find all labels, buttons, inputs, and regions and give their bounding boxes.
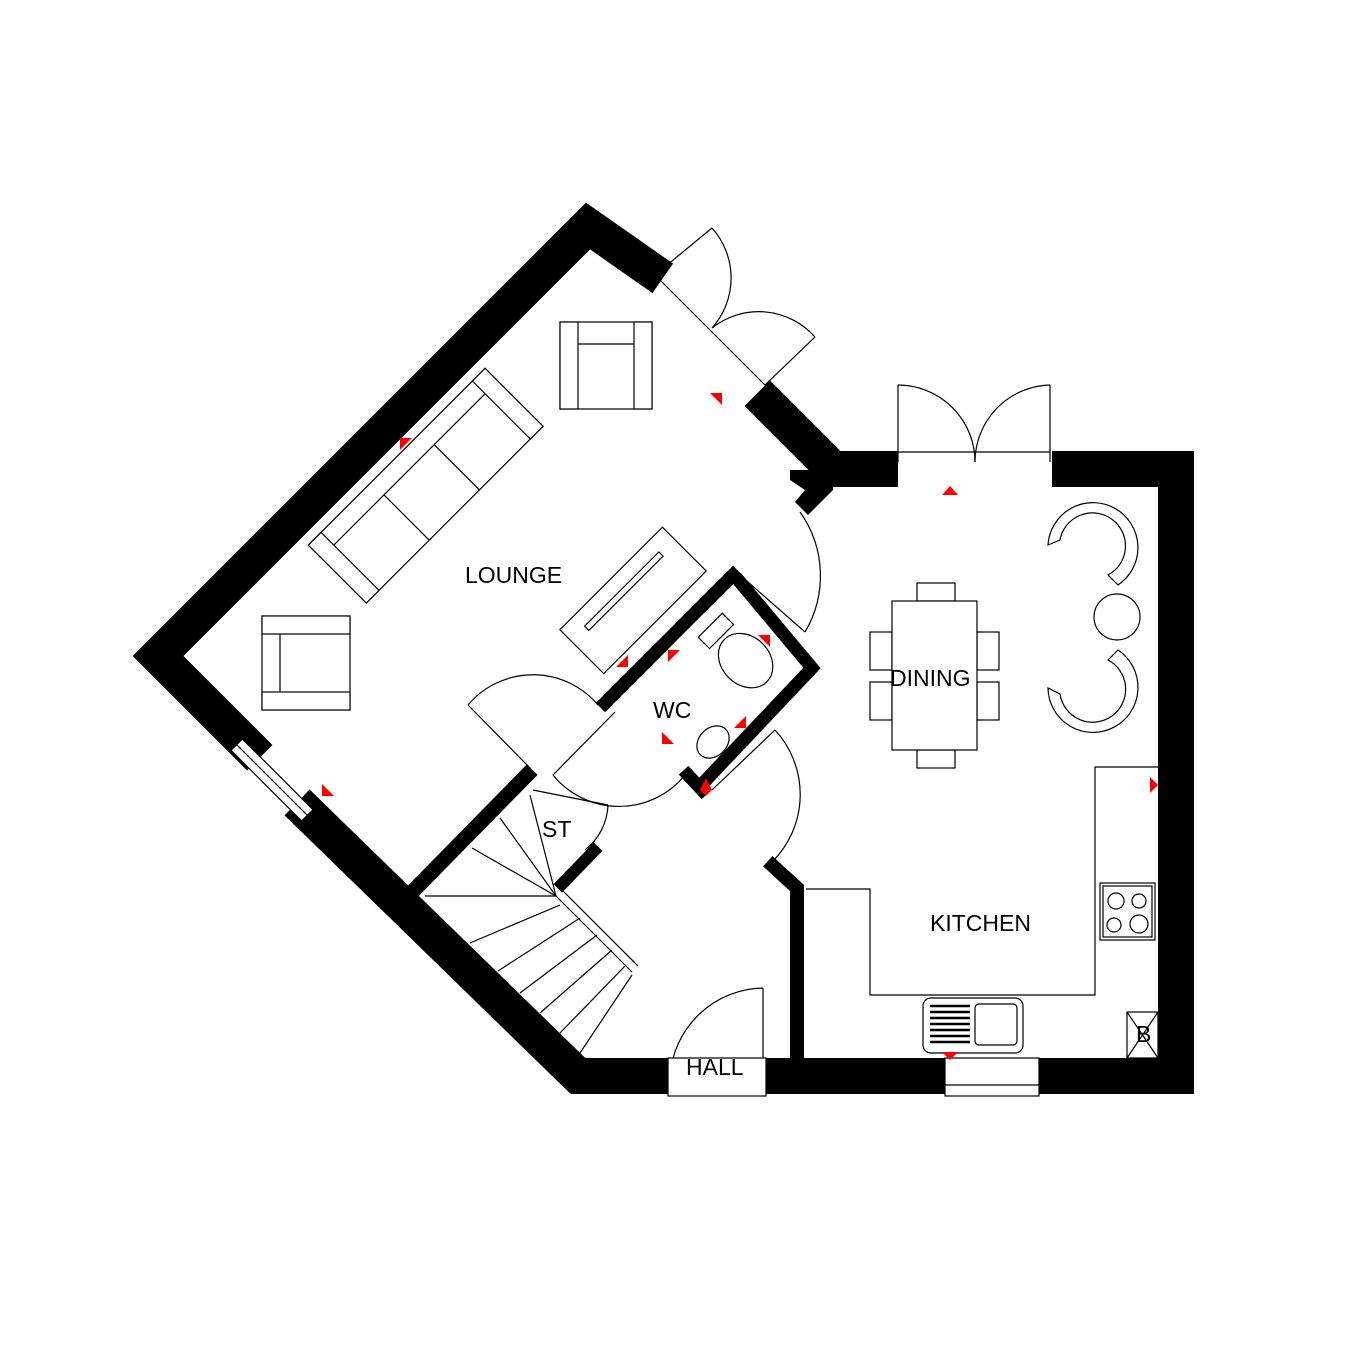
boiler: B — [1126, 1011, 1159, 1059]
hob — [1099, 882, 1156, 941]
kitchen-counter — [806, 766, 1158, 996]
dining-table — [869, 582, 1000, 769]
room-label-kitchen: KITCHEN — [930, 910, 1031, 936]
room-label-hall: HALL — [686, 1054, 744, 1080]
room-label-wc: WC — [653, 697, 691, 723]
armchair — [559, 321, 653, 410]
room-label-lounge: LOUNGE — [465, 562, 562, 588]
basin — [696, 725, 730, 759]
doors — [230, 227, 1051, 1097]
room-label-dining: DINING — [890, 665, 971, 691]
toilet — [697, 612, 774, 689]
sofa — [307, 367, 544, 604]
boiler-label: B — [1136, 1021, 1151, 1047]
room-label-store: ST — [542, 816, 571, 842]
outer-walls — [132, 202, 1194, 1094]
round-table-chairs — [1047, 502, 1141, 734]
sink — [922, 997, 1024, 1054]
media-unit — [559, 526, 708, 675]
electrical-markers — [322, 393, 1158, 1060]
internal-walls — [407, 565, 821, 1065]
stairs — [425, 794, 639, 1054]
furniture: B — [261, 321, 1159, 1059]
armchair — [261, 615, 351, 711]
